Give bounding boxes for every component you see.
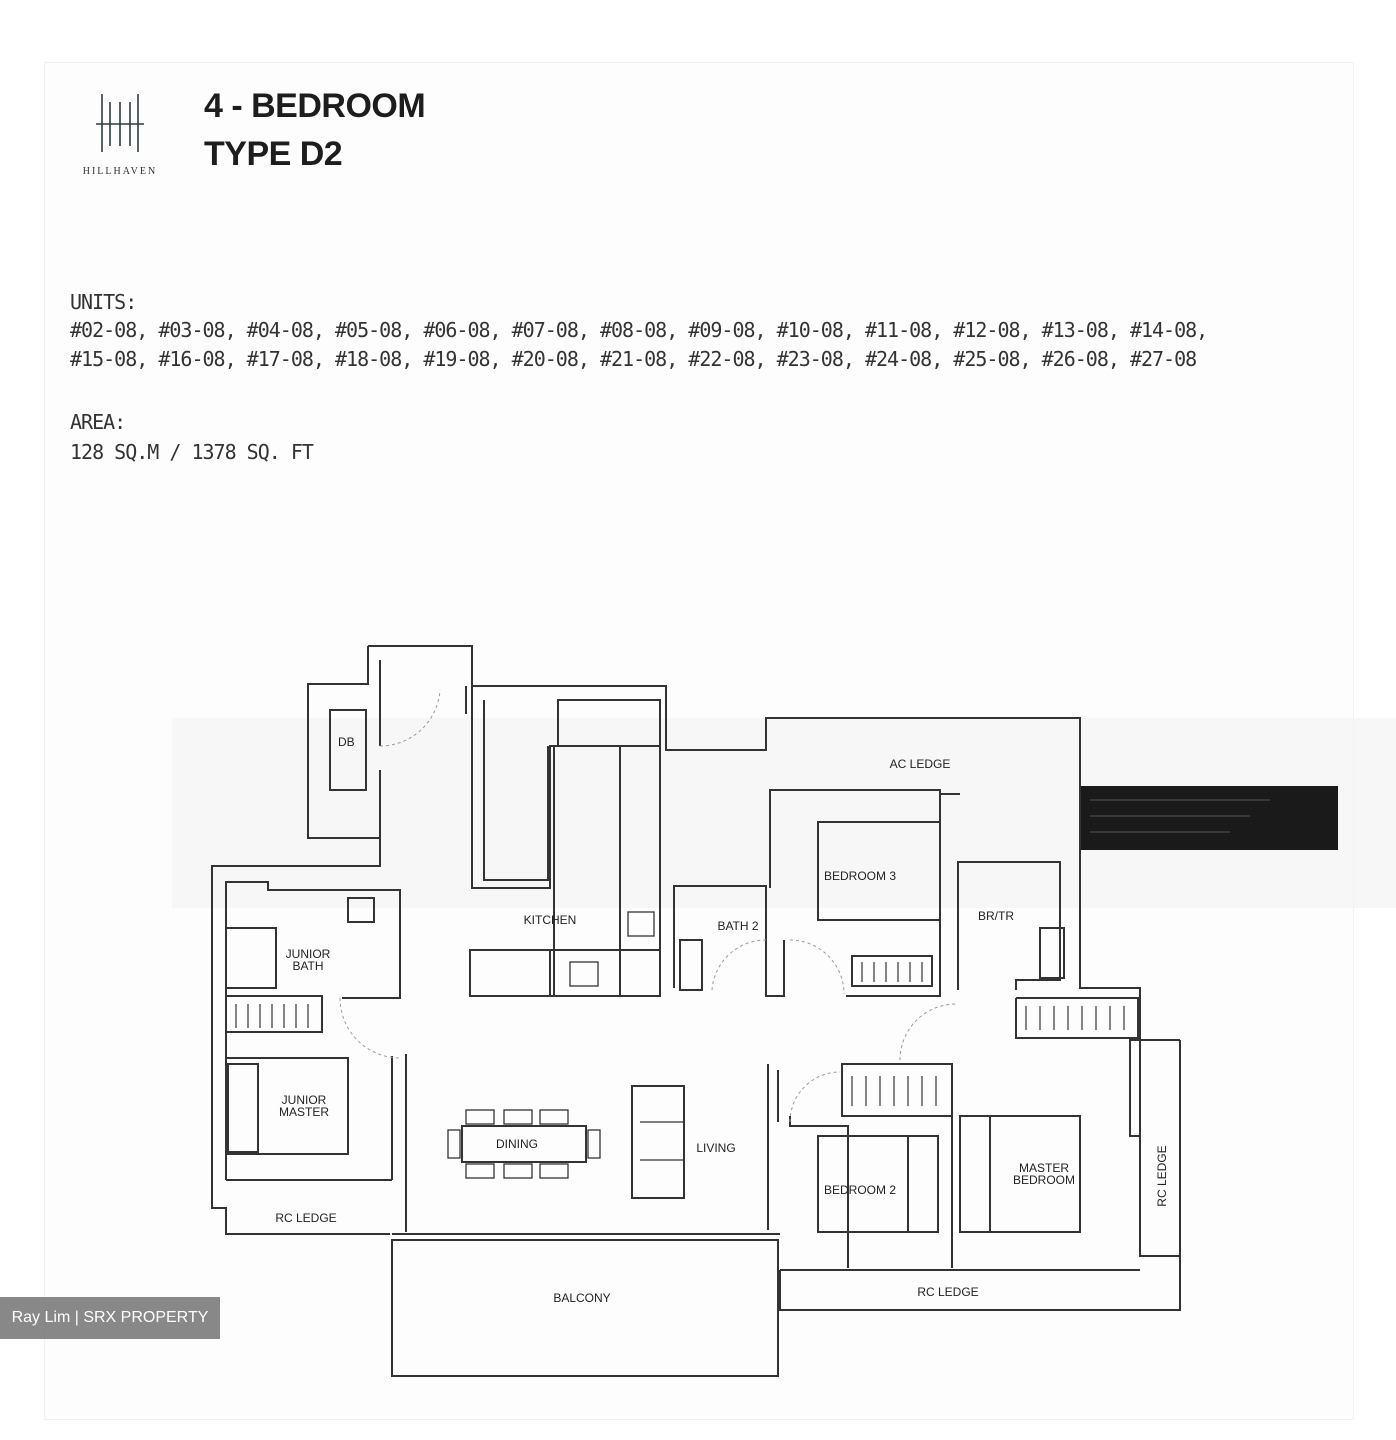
label-db: DB <box>338 735 355 749</box>
label-bedroom-3: BEDROOM 3 <box>824 869 896 883</box>
label-dining: DINING <box>496 1137 538 1151</box>
watermark: Ray Lim | SRX PROPERTY <box>0 1297 220 1339</box>
furniture <box>447 911 684 1179</box>
title-unit-type: TYPE D2 <box>204 135 343 173</box>
label-rc-ledge-left: RC LEDGE <box>275 1211 336 1225</box>
units-label: UNITS: <box>70 290 137 314</box>
units-list-line1: #02-08, #03-08, #04-08, #05-08, #06-08, … <box>70 318 1208 342</box>
door-swings <box>339 689 957 1123</box>
label-balcony: BALCONY <box>553 1291 610 1305</box>
redaction-bar <box>1080 786 1338 850</box>
label-junior-bath-line1: JUNIOR <box>286 947 331 961</box>
area-label: AREA: <box>70 410 126 434</box>
label-ac-ledge: AC LEDGE <box>890 757 951 771</box>
label-junior-bath-line2: BATH <box>292 959 323 973</box>
page-title: 4 - BEDROOM TYPE D2 <box>204 82 426 178</box>
label-rc-ledge-bottom: RC LEDGE <box>917 1285 978 1299</box>
label-bedroom-2: BEDROOM 2 <box>824 1183 896 1197</box>
interior-walls <box>225 660 1141 1268</box>
redacted-text-lines <box>1090 799 1270 833</box>
area-value: 128 SQ.M / 1378 SQ. FT <box>70 440 314 464</box>
label-rc-ledge-right: RC LEDGE <box>1155 1145 1169 1206</box>
label-living: LIVING <box>696 1141 735 1155</box>
label-junior-master-line1: JUNIOR <box>282 1093 327 1107</box>
outer-walls <box>211 645 1181 1377</box>
hillhaven-logo <box>96 94 144 152</box>
title-bedroom-count: 4 - BEDROOM <box>204 87 426 125</box>
label-kitchen: KITCHEN <box>524 913 577 927</box>
label-br-tr: BR/TR <box>978 909 1014 923</box>
wardrobe-hatching <box>235 962 1125 1106</box>
label-master-bedroom-line2: BEDROOM <box>1013 1173 1075 1187</box>
brand-name: HILLHAVEN <box>82 166 158 177</box>
label-bath-2: BATH 2 <box>717 919 758 933</box>
label-junior-master-line2: MASTER <box>279 1105 329 1119</box>
label-master-bedroom-line1: MASTER <box>1019 1161 1069 1175</box>
units-list-line2: #15-08, #16-08, #17-08, #18-08, #19-08, … <box>70 347 1197 371</box>
